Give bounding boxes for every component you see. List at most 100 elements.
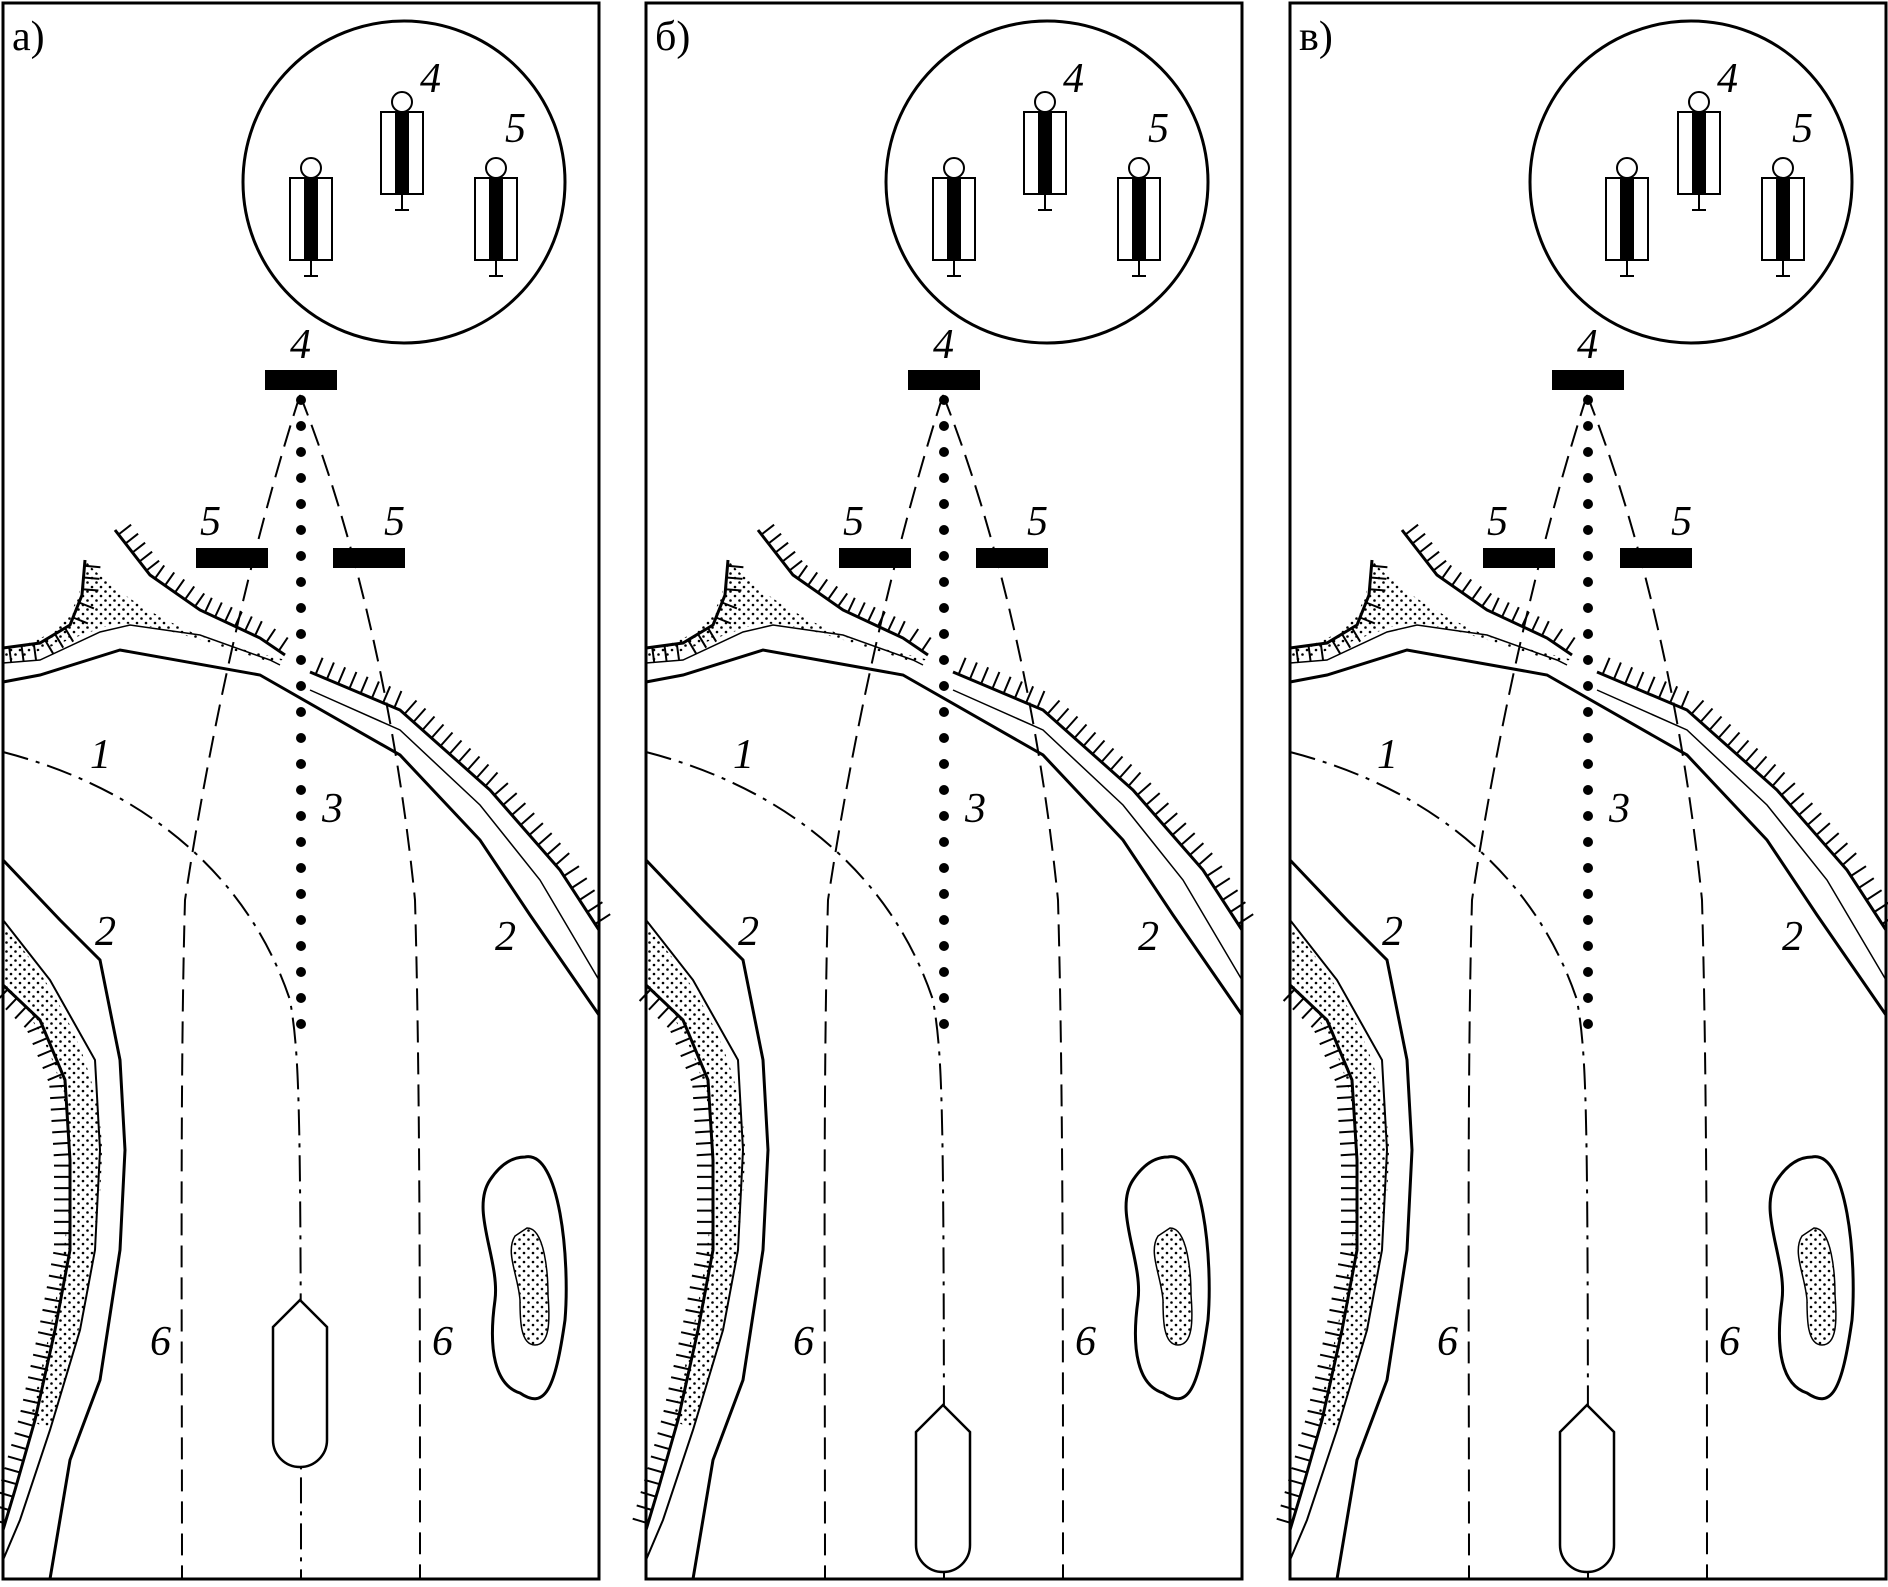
sector-line-left-6 xyxy=(1467,394,1588,1580)
axis-dot xyxy=(939,499,949,509)
inset-rear-marker-stripe xyxy=(1038,112,1052,194)
axis-dot xyxy=(296,603,306,613)
label-4-top: 4 xyxy=(1577,322,1598,368)
front-board-right-5 xyxy=(976,548,1048,568)
left-bank-hatch xyxy=(0,988,70,1525)
sector-line-left-6 xyxy=(823,394,944,1580)
inset-left-marker-top xyxy=(943,157,965,179)
axis-dot xyxy=(1583,967,1593,977)
left-shoal-edge xyxy=(1289,919,1389,1561)
axis-dot xyxy=(296,655,306,665)
axis-dot xyxy=(1583,733,1593,743)
upper-shoal-rim-hatch xyxy=(8,564,101,664)
axis-dot xyxy=(1583,915,1593,925)
axis-dot xyxy=(296,1019,306,1029)
axis-dot xyxy=(939,421,949,431)
upper-shoal-rim-right xyxy=(1400,529,1573,657)
sector-line-right-6 xyxy=(1586,394,1708,1580)
inset-left-marker-staff xyxy=(304,260,318,277)
label-5-right: 5 xyxy=(1027,499,1048,545)
axis-dot xyxy=(939,863,949,873)
front-board-left-5 xyxy=(1483,548,1555,568)
right-bank-hatch xyxy=(1601,657,1888,925)
axis-dot xyxy=(296,863,306,873)
ship xyxy=(271,1298,329,1469)
axis-dot xyxy=(939,915,949,925)
inset-right-marker-top xyxy=(485,157,507,179)
axis-dot xyxy=(296,889,306,899)
axis-dot xyxy=(939,525,949,535)
inset-right-marker-staff xyxy=(489,260,503,277)
label-5-left: 5 xyxy=(843,499,864,545)
label-6-right: 6 xyxy=(432,1319,453,1365)
fairway-center-1 xyxy=(1289,751,1589,1580)
axis-dot xyxy=(296,525,306,535)
axis-dot xyxy=(939,603,949,613)
inset-left-marker-stripe xyxy=(1620,178,1634,260)
label-6-left: 6 xyxy=(793,1319,814,1365)
left-bank-rim xyxy=(644,983,715,1531)
axis-dot xyxy=(939,1019,949,1029)
left-shoal-edge xyxy=(2,919,102,1561)
axis-dot xyxy=(296,473,306,483)
left-bank-edge xyxy=(1288,858,1414,1580)
axis-dot xyxy=(939,551,949,561)
axis-dot xyxy=(939,707,949,717)
right-bank-edge xyxy=(1289,648,1888,1016)
axis-dot xyxy=(939,785,949,795)
axis-dot xyxy=(1583,577,1593,587)
axis-dot xyxy=(939,681,949,691)
label-2-left: 2 xyxy=(1382,909,1403,955)
right-bank-top xyxy=(952,670,1244,931)
inset-rear-marker-top xyxy=(1688,91,1710,113)
axis-dot xyxy=(1583,759,1593,769)
axis-dot xyxy=(939,967,949,977)
label-2-left: 2 xyxy=(95,909,116,955)
inset-right-marker-staff xyxy=(1776,260,1790,277)
upper-shoal-rim-right-hatch xyxy=(760,523,932,652)
axis-dot xyxy=(296,629,306,639)
panel-label: б) xyxy=(655,14,690,60)
upper-shoal-rim xyxy=(645,559,730,650)
inset-rear-marker-staff xyxy=(1038,194,1052,211)
right-bank-hatch xyxy=(314,657,611,925)
right-bank-hatch xyxy=(957,657,1254,925)
right-bank-edge xyxy=(645,648,1244,1016)
axis-dot xyxy=(1583,551,1593,561)
axis-dot xyxy=(1583,681,1593,691)
ship xyxy=(914,1403,972,1574)
rear-board-4 xyxy=(1552,370,1624,390)
label-2-right: 2 xyxy=(1138,914,1159,960)
upper-shoal-rim-hatch xyxy=(651,564,744,664)
axis-dot xyxy=(296,811,306,821)
axis-dot xyxy=(296,421,306,431)
upper-shoal xyxy=(1290,560,1572,663)
right-bank-top xyxy=(1596,670,1888,931)
label-4-inset: 4 xyxy=(1063,56,1084,102)
label-5-right: 5 xyxy=(1671,499,1692,545)
island-shoal xyxy=(1797,1227,1837,1346)
axis-dot xyxy=(1583,655,1593,665)
inset-right-marker-stripe xyxy=(1776,178,1790,260)
left-bank-hatch xyxy=(1276,988,1357,1525)
axis-dot xyxy=(1583,941,1593,951)
left-bank-edge xyxy=(644,858,770,1580)
axis-dot xyxy=(939,473,949,483)
axis-dot xyxy=(1583,499,1593,509)
upper-shoal-rim-right-hatch xyxy=(1404,523,1576,652)
axis-dot xyxy=(1583,629,1593,639)
label-5-inset: 5 xyxy=(505,106,526,152)
inset-left-marker-stripe xyxy=(947,178,961,260)
upper-shoal xyxy=(646,560,928,663)
label-2-right: 2 xyxy=(495,914,516,960)
front-board-left-5 xyxy=(839,548,911,568)
label-5-inset: 5 xyxy=(1792,106,1813,152)
label-1: 1 xyxy=(90,732,111,778)
inset-right-marker-top xyxy=(1772,157,1794,179)
axis-dot xyxy=(1583,785,1593,795)
label-3: 3 xyxy=(321,786,343,832)
axis-dot xyxy=(939,837,949,847)
axis-dot xyxy=(1583,811,1593,821)
right-bank-inner xyxy=(952,689,1243,981)
